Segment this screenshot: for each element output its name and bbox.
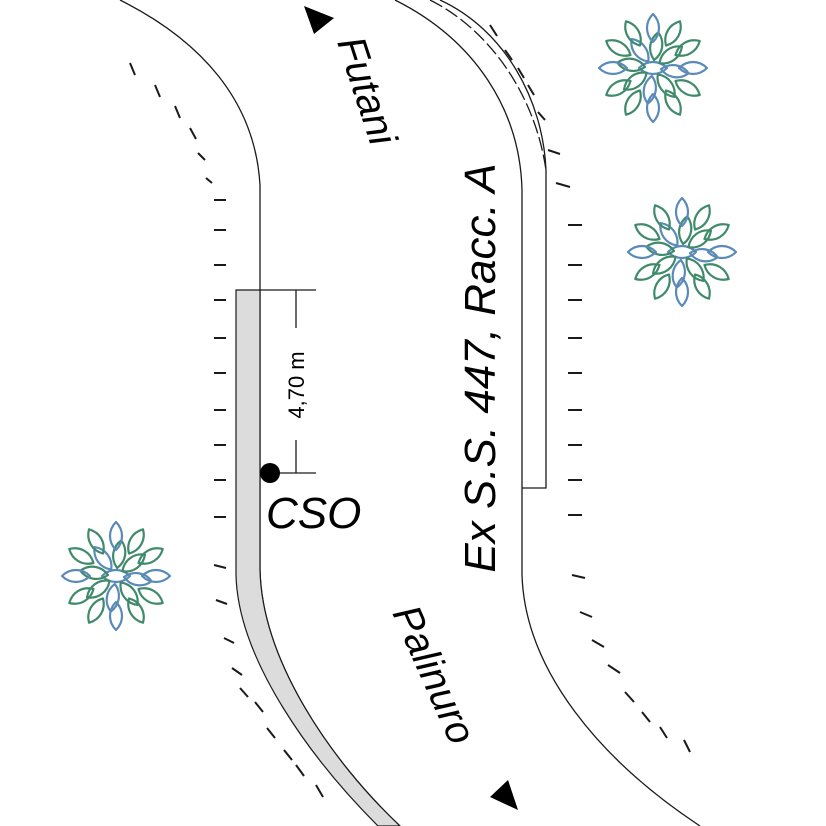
road-name-label: Ex S.S. 447, Racc. A: [456, 163, 505, 572]
tree-leaf: [693, 204, 711, 231]
tree-leaf: [642, 74, 658, 105]
tree-leaf: [653, 204, 671, 231]
sidewalk-strip: [235, 289, 401, 826]
tree-leaf: [108, 520, 124, 552]
tree-leaf: [127, 597, 145, 624]
road-right-edge: [394, 0, 701, 826]
tree-leaf: [87, 528, 105, 555]
tree-leaf: [626, 244, 658, 260]
tree-leaf: [659, 63, 690, 79]
tree-leaf: [674, 196, 690, 228]
dimension-marker: 4,70 m: [260, 289, 316, 474]
tree-leaf: [68, 587, 95, 605]
tree-leaf: [693, 273, 711, 300]
tree-leaf: [105, 582, 121, 613]
tree-leaf: [671, 258, 687, 289]
tree-leaf: [60, 568, 92, 584]
tree-leaf: [140, 568, 172, 584]
tree-leaf: [624, 89, 642, 116]
tree-symbol-icon: [60, 520, 172, 632]
point-label: CSO: [266, 489, 361, 538]
tree-leaf: [645, 12, 661, 44]
tree-leaf: [664, 89, 682, 116]
tree-leaf: [127, 528, 145, 555]
tree-leaf: [137, 547, 164, 565]
direction-label-north: Futani: [328, 31, 405, 151]
tree-leaf: [648, 31, 664, 62]
tree-leaf: [87, 597, 105, 624]
tree-leaf: [597, 60, 629, 76]
tree-leaf: [122, 571, 153, 587]
tree-leaf: [645, 241, 676, 257]
tree-leaf: [703, 263, 730, 281]
tree-leaf: [624, 20, 642, 47]
tree-leaf: [677, 215, 693, 246]
tree-leaf: [616, 57, 647, 73]
arrow-down-right-icon: [490, 780, 518, 810]
dimension-label: 4,70 m: [284, 351, 309, 418]
road-guard-dashed: [429, 0, 547, 171]
tree-leaf: [68, 547, 95, 565]
tree-symbol-icon: [626, 196, 738, 308]
tree-leaf: [634, 223, 661, 241]
arrow-up-left-icon: [304, 6, 334, 34]
tree-leaf: [645, 92, 661, 124]
point-marker-icon: [260, 463, 280, 483]
tree-leaf: [664, 20, 682, 47]
right-embankment-ticks: [489, 24, 691, 753]
tree-leaf: [605, 39, 632, 57]
tree-leaf: [634, 263, 661, 281]
tree-leaf: [79, 565, 110, 581]
left-embankment-ticks: [129, 62, 324, 798]
tree-leaf: [674, 79, 701, 97]
tree-symbol-icon: [597, 12, 709, 124]
tree-leaf: [111, 539, 127, 570]
tree-leaf: [677, 60, 709, 76]
tree-leaf: [688, 247, 719, 263]
tree-leaf: [706, 244, 738, 260]
tree-leaf: [653, 273, 671, 300]
tree-leaf: [703, 223, 730, 241]
direction-label-south: Palinuro: [384, 599, 484, 751]
tree-leaf: [674, 39, 701, 57]
tree-leaf: [605, 79, 632, 97]
tree-leaf: [108, 600, 124, 632]
tree-leaf: [674, 276, 690, 308]
tree-leaf: [137, 587, 164, 605]
